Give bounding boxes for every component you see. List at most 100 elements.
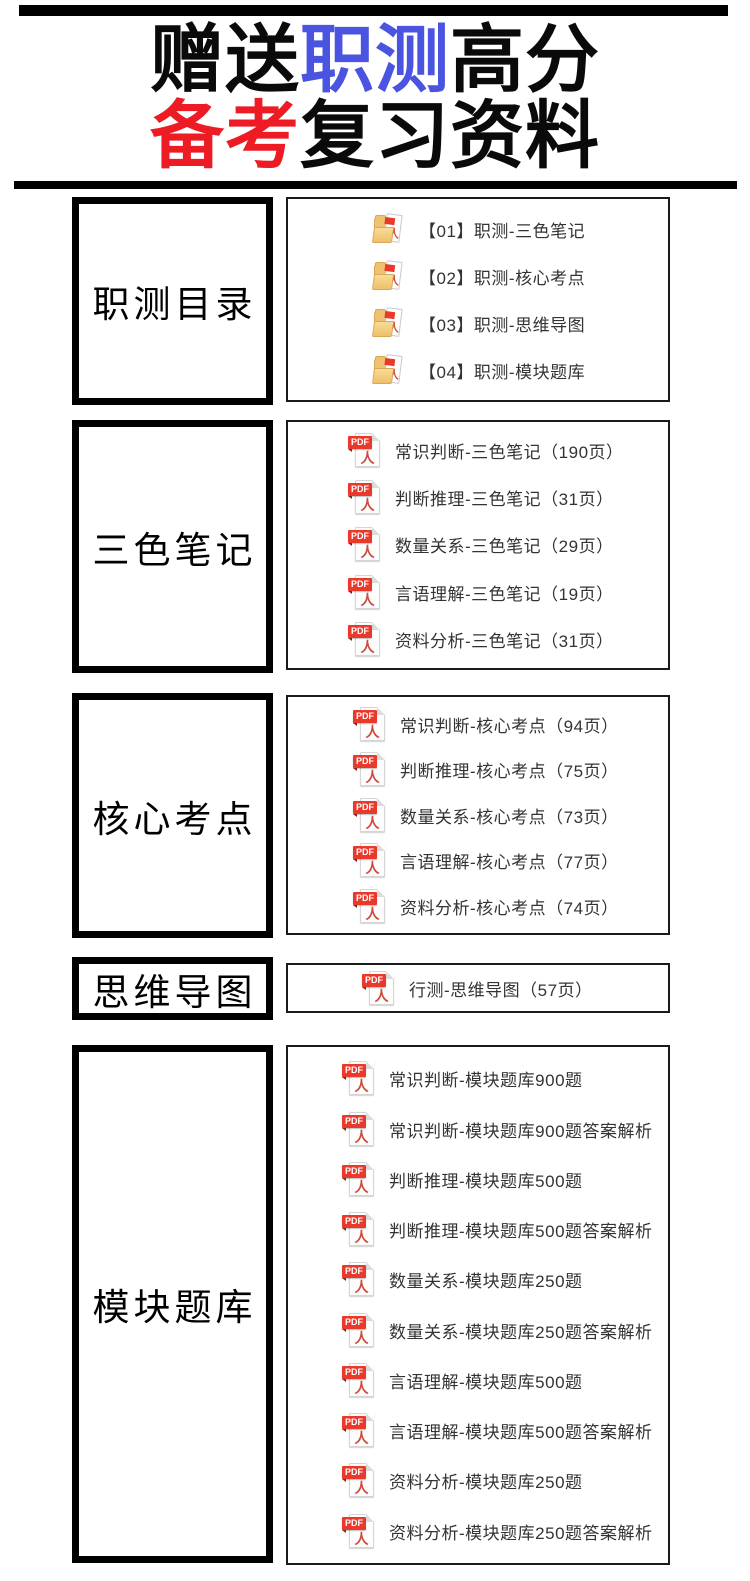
page-fold-corner xyxy=(372,480,380,489)
pdf-badge: PDF xyxy=(353,891,377,908)
file-item: PDF 数量关系-三色笔记（29页） xyxy=(348,526,668,563)
file-item: PDF 资料分析-三色笔记（31页） xyxy=(348,621,668,658)
file-item: PDF 资料分析-模块题库250题 xyxy=(342,1462,668,1499)
file-item: PDF 言语理解-三色笔记（19页） xyxy=(348,574,668,611)
file-item: PDF 判断推理-模块题库500题 xyxy=(342,1161,668,1198)
pdf-file-icon: PDF xyxy=(362,970,396,1007)
file-label: 判断推理-模块题库500题 xyxy=(389,1171,583,1191)
pdf-file-icon: PDF xyxy=(342,1261,376,1298)
file-item: 【01】职测-三色笔记 xyxy=(371,212,668,246)
file-label: 常识判断-核心考点（94页） xyxy=(400,716,619,736)
section-label-question-bank: 模块题库 xyxy=(72,1045,273,1563)
pdf-badge: PDF xyxy=(342,1416,366,1433)
pdf-person-glyph xyxy=(360,813,385,833)
pdf-person-glyph xyxy=(349,1127,374,1147)
file-item: PDF 常识判断-模块题库900题 xyxy=(342,1060,668,1097)
pdf-file-icon: PDF xyxy=(348,526,382,563)
pdf-person-glyph xyxy=(349,1227,374,1247)
file-item: PDF 数量关系-核心考点（73页） xyxy=(353,797,668,834)
pdf-person-glyph xyxy=(349,1177,374,1197)
pdf-file-icon: PDF xyxy=(342,1161,376,1198)
page-fold-corner xyxy=(366,1312,374,1321)
pdf-person-glyph xyxy=(355,637,380,657)
pdf-badge: PDF xyxy=(353,800,377,817)
folder-pdf-icon xyxy=(371,259,406,293)
section-panel-catalog: 【01】职测-三色笔记 【02】职测-核心考点 【03】职测-思维导图 xyxy=(286,197,670,402)
pdf-file-icon: PDF xyxy=(342,1412,376,1449)
pdf-person-glyph xyxy=(355,590,380,610)
pdf-person-glyph xyxy=(349,1478,374,1498)
file-label: 行测-思维导图（57页） xyxy=(409,980,593,1000)
pdf-file-icon: PDF xyxy=(342,1111,376,1148)
folder-pdf-icon xyxy=(371,306,406,340)
pdf-person-glyph xyxy=(360,858,385,878)
file-item: PDF 数量关系-模块题库250题答案解析 xyxy=(342,1312,668,1349)
pdf-badge: PDF xyxy=(342,1215,366,1232)
pdf-person-glyph xyxy=(355,542,380,562)
section-label-text: 职测目录 xyxy=(92,285,257,326)
file-label: 常识判断-模块题库900题 xyxy=(389,1071,583,1091)
title-highlight-red: 备考 xyxy=(150,94,300,177)
file-item: 【03】职测-思维导图 xyxy=(371,306,668,340)
file-label: 数量关系-核心考点（73页） xyxy=(400,807,619,827)
folder-pdf-icon xyxy=(371,212,406,246)
title-text-black: 高分 xyxy=(450,18,600,101)
section-label-three-color-notes: 三色笔记 xyxy=(72,420,273,673)
page-fold-corner xyxy=(366,1262,374,1271)
page-fold-corner xyxy=(372,433,380,442)
pdf-badge: PDF xyxy=(348,530,372,547)
pdf-badge: PDF xyxy=(342,1114,366,1131)
file-label: 【01】职测-三色笔记 xyxy=(419,221,586,241)
page-fold-corner xyxy=(377,888,385,897)
title-text-black: 复习资料 xyxy=(300,94,600,177)
file-item: PDF 常识判断-三色笔记（190页） xyxy=(348,432,668,469)
pdf-person-glyph xyxy=(355,448,380,468)
page-fold-corner xyxy=(366,1463,374,1472)
file-label: 数量关系-模块题库250题 xyxy=(389,1272,583,1292)
title-text-black: 赠送 xyxy=(150,18,300,101)
page-title: 赠送职测高分 备考复习资料 xyxy=(0,22,750,174)
pdf-badge: PDF xyxy=(342,1365,366,1382)
section-panel-core-points: PDF 常识判断-核心考点（94页） PDF 判断推理-核心考点（75页） PD… xyxy=(286,695,670,935)
pdf-badge: PDF xyxy=(362,973,386,990)
file-item: PDF 言语理解-模块题库500题答案解析 xyxy=(342,1412,668,1449)
page-fold-corner xyxy=(386,970,394,979)
file-label: 言语理解-模块题库500题 xyxy=(389,1372,583,1392)
section-label-text: 思维导图 xyxy=(92,972,257,1014)
pdf-badge: PDF xyxy=(348,577,372,594)
pdf-badge: PDF xyxy=(342,1315,366,1332)
pdf-file-icon: PDF xyxy=(353,751,387,788)
page-fold-corner xyxy=(366,1513,374,1522)
page-fold-corner xyxy=(366,1413,374,1422)
pdf-file-icon: PDF xyxy=(342,1060,376,1097)
page-fold-corner xyxy=(377,843,385,851)
file-label: 言语理解-模块题库500题答案解析 xyxy=(389,1423,653,1443)
file-item: PDF 言语理解-模块题库500题 xyxy=(342,1362,668,1399)
folder-front xyxy=(371,368,395,384)
file-label: 资料分析-模块题库250题 xyxy=(389,1473,583,1493)
pdf-file-icon: PDF xyxy=(353,888,387,925)
file-label: 数量关系-三色笔记（29页） xyxy=(395,537,614,557)
pdf-badge: PDF xyxy=(348,483,372,500)
pdf-person-glyph xyxy=(369,986,394,1006)
file-item: PDF 言语理解-核心考点（77页） xyxy=(353,842,668,879)
page-fold-corner xyxy=(366,1061,374,1070)
page-fold-corner xyxy=(372,527,380,536)
file-label: 判断推理-模块题库500题答案解析 xyxy=(389,1222,653,1242)
file-label: 资料分析-模块题库250题答案解析 xyxy=(389,1523,653,1543)
file-label: 资料分析-核心考点（74页） xyxy=(400,898,619,918)
title-line-2: 备考复习资料 xyxy=(0,98,750,174)
page-fold-corner xyxy=(366,1212,374,1221)
pdf-person-glyph xyxy=(349,1529,374,1549)
file-label: 【02】职测-核心考点 xyxy=(419,268,586,288)
section-label-text: 模块题库 xyxy=(92,1288,257,1329)
file-label: 资料分析-三色笔记（31页） xyxy=(395,631,614,651)
page-fold-corner xyxy=(366,1362,374,1371)
pdf-file-icon: PDF xyxy=(353,842,387,879)
title-line-1: 赠送职测高分 xyxy=(0,22,750,98)
section-panel-mind-map: PDF 行测-思维导图（57页） xyxy=(286,963,670,1013)
pdf-person-glyph xyxy=(349,1277,374,1297)
file-label: 【04】职测-模块题库 xyxy=(419,362,586,382)
file-item: PDF 行测-思维导图（57页） xyxy=(362,970,668,1007)
pdf-file-icon: PDF xyxy=(353,706,387,743)
